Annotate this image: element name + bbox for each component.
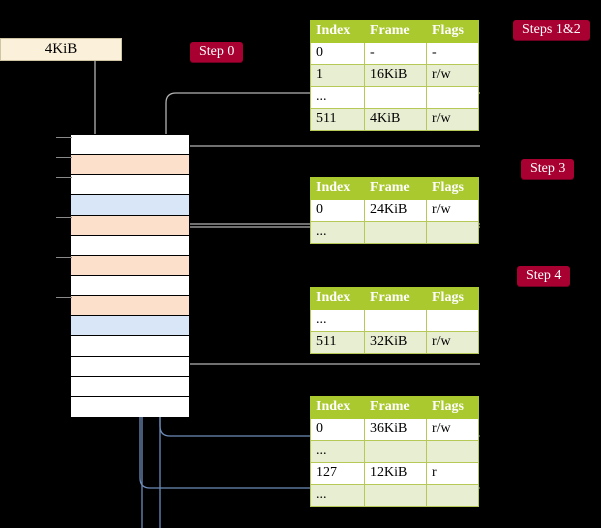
table-cell: 0	[310, 42, 365, 65]
memory-frame-row	[71, 296, 189, 317]
column-header-flags: Flags	[426, 20, 479, 43]
table-cell: 32KiB	[364, 331, 427, 354]
badge-step-3: Step 3	[521, 159, 575, 179]
column-header-index: Index	[310, 396, 365, 419]
table-cell: r	[426, 462, 479, 485]
memory-frame-row	[71, 396, 189, 417]
memory-frame-row	[71, 356, 189, 377]
table-cell: 36KiB	[364, 418, 427, 441]
memory-frame-row	[71, 135, 189, 156]
memory-tick	[56, 177, 72, 178]
badge-step-0: Step 0	[190, 42, 244, 62]
table-cell: 511	[310, 108, 365, 131]
table-cell	[364, 309, 427, 332]
memory-tick	[56, 157, 72, 158]
table-cell: -	[426, 42, 479, 65]
table-cell: r/w	[426, 199, 479, 222]
memory-tick	[56, 217, 72, 218]
table-cell	[364, 440, 427, 463]
table-cell: 12KiB	[364, 462, 427, 485]
table-cell: ...	[310, 86, 365, 109]
badge-steps-1-2: Steps 1&2	[513, 20, 590, 40]
table-cell	[364, 221, 427, 244]
memory-tick	[56, 137, 72, 138]
table-cell: ...	[310, 309, 365, 332]
table-cell: 127	[310, 462, 365, 485]
table-cell: r/w	[426, 108, 479, 131]
memory-frame-row	[71, 316, 189, 337]
table-cell: ...	[310, 221, 365, 244]
memory-tick	[56, 297, 72, 298]
memory-frame-row	[71, 195, 189, 216]
memory-frame-row	[71, 235, 189, 256]
column-header-flags: Flags	[426, 287, 479, 310]
column-header-frame: Frame	[364, 287, 427, 310]
table-cell: r/w	[426, 64, 479, 87]
column-header-flags: Flags	[426, 396, 479, 419]
table-cell: ...	[310, 484, 365, 507]
column-header-index: Index	[310, 20, 365, 43]
memory-tick	[56, 257, 72, 258]
table-cell: -	[364, 42, 427, 65]
table-row: ...	[310, 309, 479, 332]
memory-frame-row	[71, 155, 189, 176]
column-header-frame: Frame	[364, 20, 427, 43]
table-cell	[426, 86, 479, 109]
table-cell: 0	[310, 199, 365, 222]
memory-frame-row	[71, 336, 189, 357]
table-cell	[426, 440, 479, 463]
source-frame-box: 4KiB	[0, 38, 122, 61]
table-cell: 4KiB	[364, 108, 427, 131]
table-cell: 1	[310, 64, 365, 87]
memory-frame-row	[71, 376, 189, 397]
table-cell: ...	[310, 440, 365, 463]
table-cell	[426, 221, 479, 244]
memory-frame-row	[71, 255, 189, 276]
table-row: 0--	[310, 42, 479, 65]
table-cell: 16KiB	[364, 64, 427, 87]
table-cell	[426, 309, 479, 332]
table-cell	[426, 484, 479, 507]
memory-frame-row	[71, 175, 189, 196]
table-row: ...	[310, 221, 479, 244]
column-header-frame: Frame	[364, 177, 427, 200]
memory-frame-row	[71, 275, 189, 297]
column-header-index: Index	[310, 287, 365, 310]
table-row: ...	[310, 86, 479, 109]
table-cell: 0	[310, 418, 365, 441]
table-cell	[364, 484, 427, 507]
column-header-index: Index	[310, 177, 365, 200]
memory-frame-row	[71, 215, 189, 236]
table-cell: 24KiB	[364, 199, 427, 222]
physical-memory-column	[70, 134, 190, 417]
table-cell: 511	[310, 331, 365, 354]
table-cell: r/w	[426, 418, 479, 441]
column-header-flags: Flags	[426, 177, 479, 200]
table-row: ...	[310, 484, 479, 507]
table-cell	[364, 86, 427, 109]
column-header-frame: Frame	[364, 396, 427, 419]
table-row: ...	[310, 440, 479, 463]
table-cell: r/w	[426, 331, 479, 354]
badge-step-4: Step 4	[517, 266, 571, 286]
